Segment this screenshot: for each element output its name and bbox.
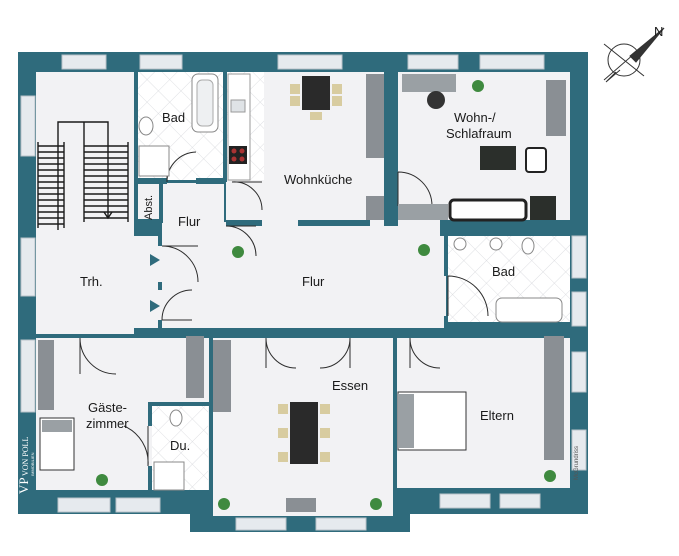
room-label-gaeste-1: Gäste- — [88, 400, 127, 415]
credit-label: McGrundriss — [574, 446, 580, 480]
sideboard — [398, 204, 448, 220]
brand-logo: VP VON POLL IMMOBILIEN — [16, 437, 35, 494]
room-label-wohn-1: Wohn-/ — [454, 110, 496, 125]
compass-north-label: N — [654, 24, 663, 39]
room-label-trh: Trh. — [80, 274, 103, 289]
kitchen-cabinet — [366, 74, 384, 158]
room-label-du: Du. — [170, 438, 190, 453]
stove — [229, 146, 247, 164]
doors — [79, 151, 489, 467]
bathtub-right — [495, 297, 563, 323]
room-label-wohnkueche: Wohnküche — [284, 172, 352, 187]
room-label-eltern: Eltern — [480, 408, 514, 423]
plant-icon — [472, 80, 484, 92]
room-labels: Bad Wohnküche Wohn-/ Schlafraum Abst. Fl… — [80, 110, 515, 453]
room-label-wohn-2: Schlafraum — [446, 126, 512, 141]
wardrobe-guest — [38, 340, 54, 410]
svg-text:VP: VP — [16, 477, 31, 494]
arrow-icons — [150, 254, 160, 312]
staircase — [37, 121, 129, 230]
room-label-gaeste-2: zimmer — [86, 416, 129, 431]
side-table — [530, 196, 556, 220]
room-label-flur-main: Flur — [302, 274, 325, 289]
hall-link-floor — [162, 222, 446, 328]
wardrobe-living — [546, 80, 566, 136]
room-label-abst: Abst. — [143, 195, 155, 220]
compass-rose — [603, 27, 665, 83]
plant-icon — [232, 246, 244, 258]
plant-icon — [218, 498, 230, 510]
kitchen-counter — [227, 73, 251, 181]
plant-icon — [418, 244, 430, 256]
armchair — [525, 147, 547, 173]
room-label-essen: Essen — [332, 378, 368, 393]
sink-kitchen — [230, 99, 246, 113]
plant-icon — [544, 470, 556, 482]
arrow-right-icon — [150, 300, 160, 312]
wardrobe-parents — [544, 336, 564, 460]
svg-text:IMMOBILIEN: IMMOBILIEN — [30, 452, 35, 476]
desk — [402, 74, 456, 92]
room-label-bad-right: Bad — [492, 264, 515, 279]
shower-small — [153, 461, 185, 491]
dining-table — [290, 402, 318, 464]
sofa — [448, 198, 528, 222]
svg-text:VON POLL: VON POLL — [21, 437, 30, 476]
arrow-right-icon — [150, 254, 160, 266]
plant-icon — [96, 474, 108, 486]
room-label-flur-small: Flur — [178, 214, 201, 229]
kitchen-table — [302, 76, 330, 110]
storage-floor — [137, 183, 159, 223]
coffee-table — [480, 146, 516, 170]
plant-icon — [370, 498, 382, 510]
furniture — [38, 73, 566, 512]
shower-top — [138, 145, 170, 177]
cabinet-dining — [213, 340, 231, 412]
windows — [20, 54, 587, 531]
room-label-bad-top: Bad — [162, 110, 185, 125]
toilet-top — [138, 116, 154, 136]
plants — [96, 80, 556, 510]
